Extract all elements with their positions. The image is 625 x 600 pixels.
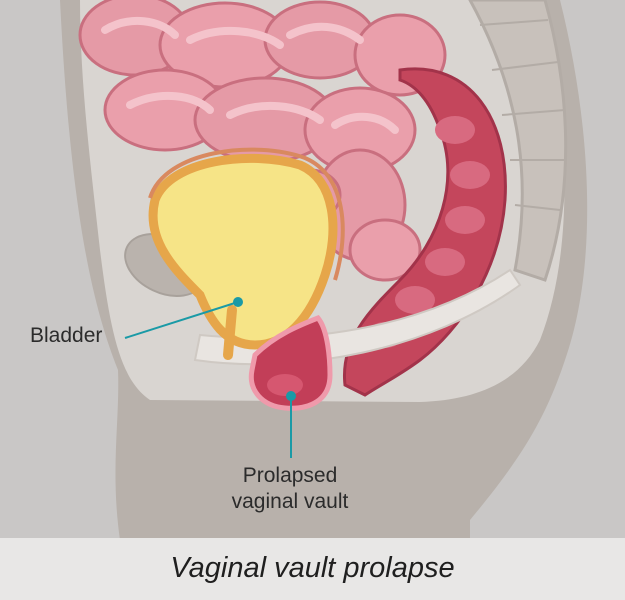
rectum xyxy=(342,67,507,397)
urethra xyxy=(223,305,237,360)
vault-highlight xyxy=(267,374,303,396)
bladder-label: Bladder xyxy=(30,324,103,347)
bladder-outer-wall xyxy=(148,147,345,281)
spine xyxy=(468,0,568,282)
bladder-pointer-line xyxy=(124,301,239,339)
prolapse-label: Prolapsed vaginal vault xyxy=(200,463,380,515)
bladder xyxy=(148,153,338,350)
pelvis-illustration xyxy=(60,0,588,540)
prolapse-pointer-dot xyxy=(286,391,296,401)
intestine-highlights xyxy=(101,16,399,134)
prolapse-label-line1: Prolapsed xyxy=(242,464,338,487)
prolapse-label-line2: vaginal vault xyxy=(231,490,349,513)
caption-bar xyxy=(0,538,625,600)
bladder-pointer-dot xyxy=(233,297,243,307)
diagram-caption: Vaginal vault prolapse xyxy=(170,552,455,584)
vertebrae xyxy=(479,19,566,211)
